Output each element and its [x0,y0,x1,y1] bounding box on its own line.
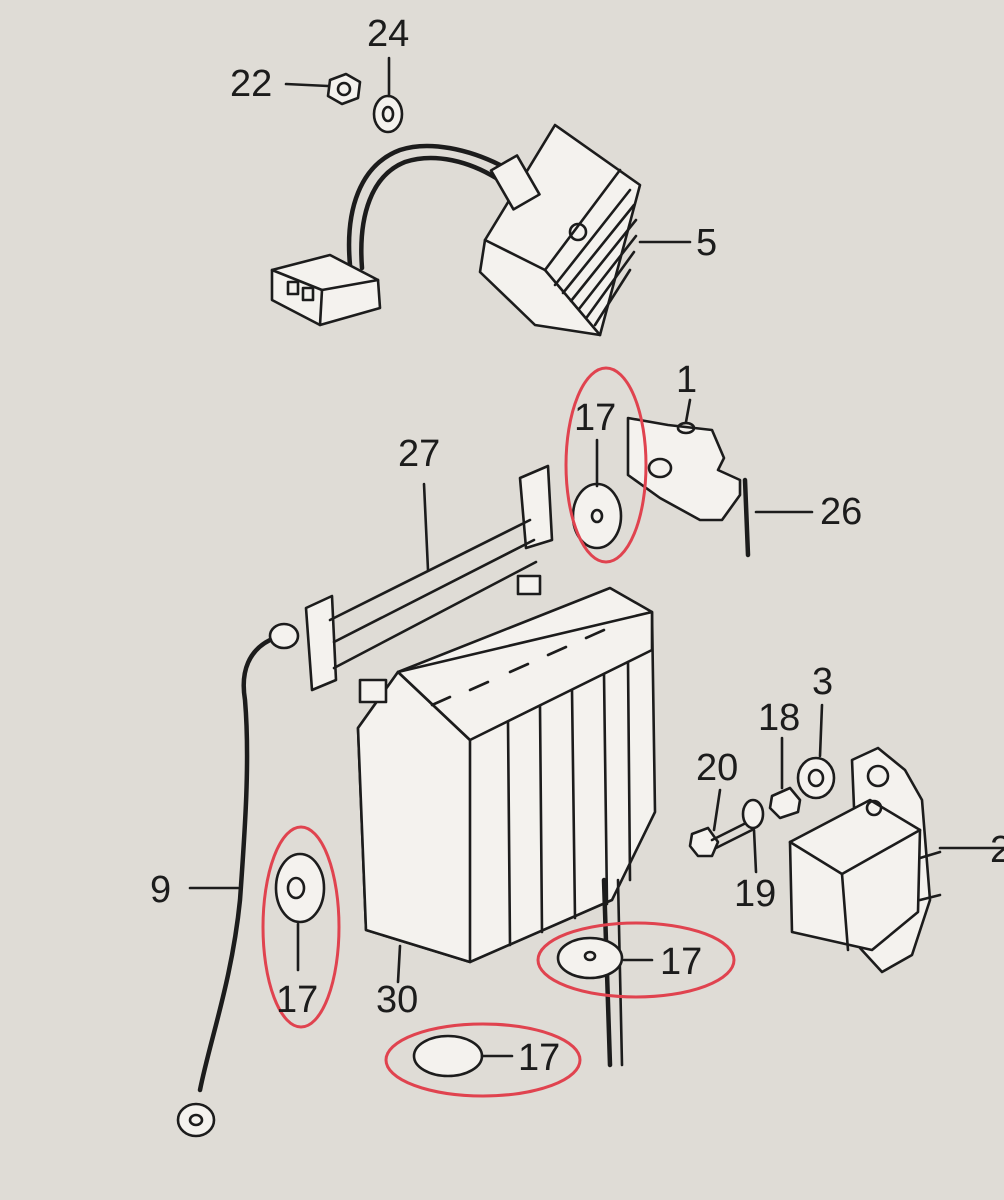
battery-strap-27 [304,464,554,692]
callout-30: 30 [376,979,418,1021]
callout-9: 9 [150,869,171,911]
callout-5: 5 [696,222,717,264]
callout-2: 2 [990,829,1004,871]
collar-18 [768,736,802,820]
callout-1: 1 [676,359,697,401]
callout-26: 26 [820,491,862,533]
callout-18: 18 [758,697,800,739]
callout-24: 24 [367,13,409,55]
callout-20: 20 [696,747,738,789]
leader-27 [422,482,430,572]
regulator-rectifier-5 [270,123,642,337]
leader-22 [284,82,330,88]
highlight-17-left [261,825,341,1029]
grommet-17-top [571,438,623,550]
callout-19: 19 [734,873,776,915]
washer-24 [372,94,404,134]
callout-22: 22 [230,63,272,105]
grommet-17-bottom [412,1034,514,1078]
callout-17-left: 17 [276,979,318,1021]
highlight-17-top [564,366,648,564]
highlight-17-bottom-right [536,921,736,999]
washer-19 [741,798,765,874]
battery-30 [356,574,657,1068]
callout-17-top: 17 [574,397,616,439]
grommet-17-left [274,852,326,972]
grommet-17-bottom-right [556,936,654,980]
callout-17-bottom: 17 [518,1037,560,1079]
grommet-3 [796,703,836,800]
callout-17-bottom-right: 17 [660,941,702,983]
bolt-20 [688,788,754,858]
cable-9 [176,622,300,1138]
highlight-17-bottom [384,1022,582,1098]
relay-2 [788,746,1004,974]
callout-3: 3 [812,661,833,703]
bracket-1 [626,398,742,522]
pin-26 [742,477,751,558]
callout-27: 27 [398,433,440,475]
leader-30 [396,944,402,984]
nut-22 [326,72,362,106]
